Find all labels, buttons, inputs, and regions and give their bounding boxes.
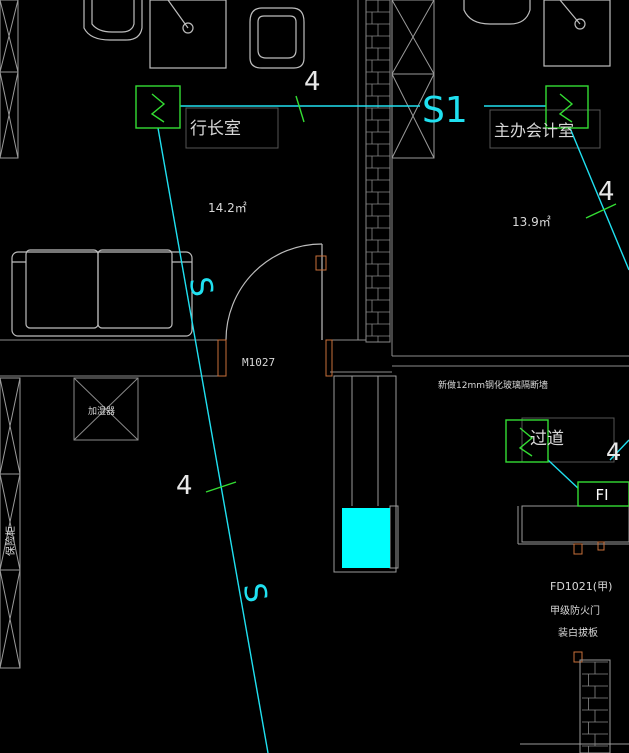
lamp-head-icon	[574, 18, 586, 30]
armchair-icon	[249, 7, 305, 69]
device-code-s1: S1	[422, 90, 468, 131]
door-code-m1027: M1027	[242, 356, 275, 369]
wiring-count: 4	[598, 177, 615, 207]
chair-icon	[463, 0, 531, 25]
wiring	[157, 105, 629, 753]
room-name-accountant: 主办会计室	[494, 121, 574, 140]
wire-run	[569, 127, 629, 271]
sofa	[11, 249, 193, 337]
device-module-left	[135, 85, 181, 129]
chair-inner-icon	[91, 0, 135, 33]
room-name-president: 行长室	[190, 119, 241, 139]
wire-run	[157, 127, 269, 753]
left-lower-cabinet	[0, 377, 21, 669]
shaft	[333, 375, 399, 573]
wall-note: 新做12mm钢化玻璃隔断墙	[438, 379, 548, 391]
room-label-box-left	[185, 107, 279, 149]
wiring-count: 4	[606, 438, 621, 466]
right-lower-structure	[517, 505, 629, 753]
device-module-right	[545, 85, 589, 129]
armchair-seat-icon	[257, 15, 297, 59]
room-area-accountant: 13.9㎡	[512, 215, 551, 229]
furniture-group-left	[83, 0, 305, 69]
humidifier-box	[73, 377, 139, 441]
lamp-icon	[167, 0, 189, 29]
passage-label-box	[521, 417, 615, 463]
wire-type-mark: S	[236, 580, 274, 605]
door-note: 甲级防火门	[550, 604, 600, 617]
wire-type-mark: S	[182, 274, 220, 299]
chair-icon	[83, 0, 143, 41]
door-m1027	[217, 243, 333, 377]
left-cabinet	[0, 0, 19, 159]
brick-wall	[365, 0, 391, 343]
desk-outline	[149, 0, 227, 69]
wire-slash-marks	[205, 95, 617, 493]
right-lower-brick	[582, 661, 608, 753]
desk-outline	[543, 0, 611, 67]
wall-lines	[0, 0, 629, 377]
furniture-group-right	[463, 0, 611, 67]
door-note: 装白拔板	[558, 626, 598, 639]
wiring-count: 4	[304, 67, 321, 97]
device-module-passage	[505, 419, 549, 463]
equipment-label-safe: 保险柜	[4, 526, 17, 556]
fi-module: FI	[577, 481, 629, 507]
door-code-fd1021: FD1021(甲)	[550, 580, 612, 593]
room-name-passage: 过道	[530, 429, 564, 449]
wire-run	[609, 439, 629, 461]
wire-run	[547, 459, 581, 491]
fi-module-label: FI	[595, 486, 608, 504]
wiring-count: 4	[176, 471, 193, 501]
room-label-box-right	[489, 109, 601, 149]
cyan-block	[342, 508, 390, 568]
right-cabinet	[391, 0, 435, 159]
room-area-president: 14.2㎡	[208, 201, 247, 215]
lamp-head-icon	[182, 22, 194, 34]
equipment-label-humidifier: 加湿器	[88, 406, 115, 417]
